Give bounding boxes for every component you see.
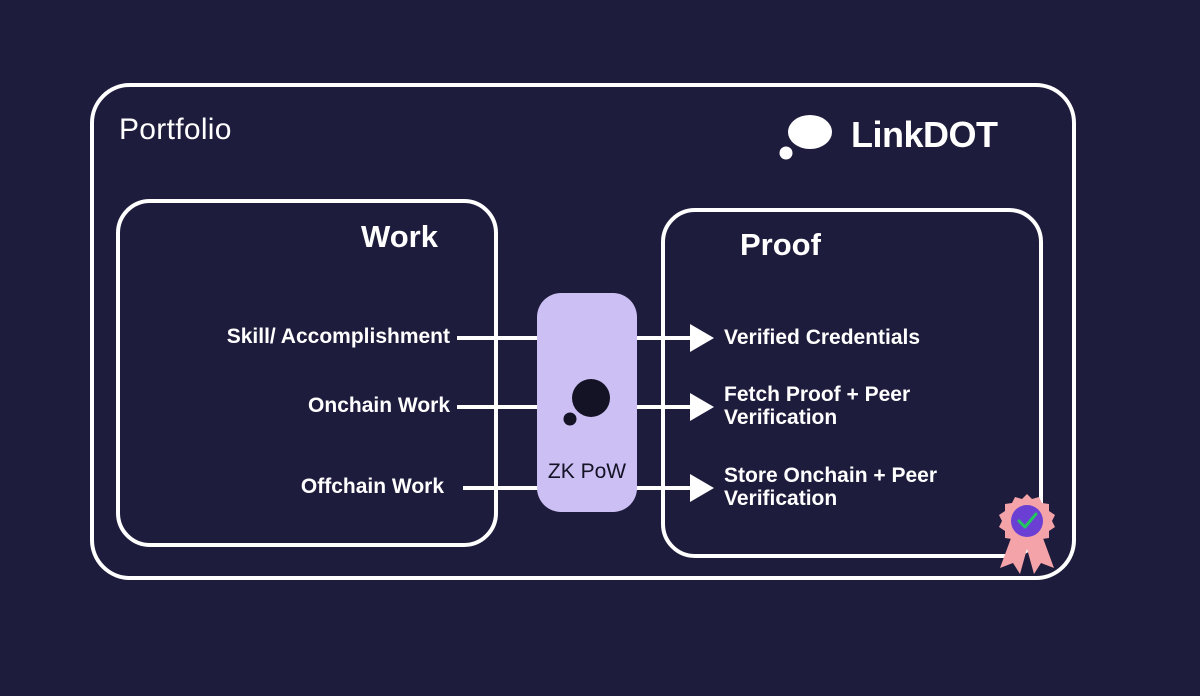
award-ribbon-icon: [999, 494, 1055, 574]
proof-item-line: Verified Credentials: [724, 326, 921, 349]
speech-bubble-logo-icon: [779, 115, 832, 160]
arrowhead-icon: [690, 324, 714, 352]
proof-item-verified: Verified Credentials: [724, 326, 920, 349]
work-item-skill: Skill/ Accomplishment: [226, 325, 450, 348]
proof-item-line: Store Onchain + Peer: [724, 464, 937, 487]
brand-name: LinkDOT: [851, 114, 998, 155]
proof-item-fetch: Fetch Proof + Peer Verification: [724, 383, 910, 429]
zk-pow-label: ZK PoW: [547, 460, 627, 483]
work-title: Work: [361, 219, 438, 254]
proof-item-line: Verification: [724, 406, 838, 429]
work-box: [116, 199, 498, 547]
portfolio-title: Portfolio: [119, 113, 232, 146]
proof-item-store: Store Onchain + Peer Verification: [724, 464, 937, 510]
work-item-offchain: Offchain Work: [300, 475, 444, 498]
thought-bubble-icon: [563, 379, 610, 426]
arrowhead-icon: [690, 474, 714, 502]
proof-box: [661, 208, 1043, 558]
proof-title: Proof: [740, 227, 821, 262]
arrowhead-icon: [690, 393, 714, 421]
proof-item-line: Fetch Proof + Peer: [724, 383, 911, 406]
work-item-onchain: Onchain Work: [308, 394, 450, 417]
proof-item-line: Verification: [724, 487, 838, 510]
portfolio-frame: [90, 83, 1076, 580]
